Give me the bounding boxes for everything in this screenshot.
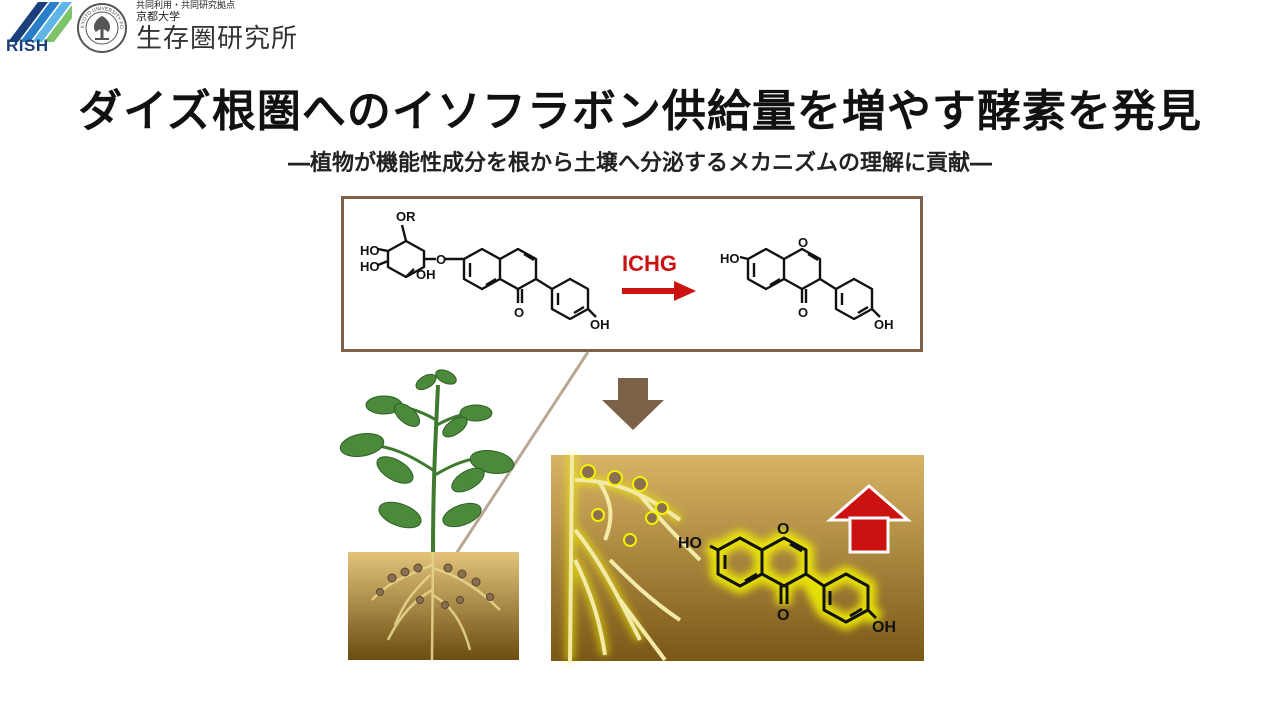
product-o-ring-label: O xyxy=(798,235,808,250)
substrate-ho1-label: HO xyxy=(360,243,380,258)
reaction-diagram-box: OR HO HO OH O O OH HO O O OH ICHG xyxy=(341,196,923,352)
institute-name: 生存圏研究所 xyxy=(136,24,299,54)
glowing-isoflavone-molecule: HO O O OH xyxy=(678,521,896,636)
root-zoom-panel: HO O O OH xyxy=(551,454,924,662)
glow-oh-label: OH xyxy=(872,619,896,636)
down-arrow-icon xyxy=(602,378,664,430)
up-arrow-icon xyxy=(825,484,913,554)
page-title: ダイズ根圏へのイソフラボン供給量を増やす酵素を発見 xyxy=(78,86,1202,137)
product-o-keto-label: O xyxy=(798,305,808,320)
reaction-arrow-icon xyxy=(622,281,696,301)
joint-use-label: 共同利用・共同研究拠点 xyxy=(136,1,236,11)
glow-ho-label: HO xyxy=(678,535,702,552)
substrate-or-label: OR xyxy=(396,209,416,224)
rish-logo-stripes-icon xyxy=(8,2,72,42)
enzyme-label: ICHG xyxy=(622,251,677,276)
reaction-diagram: OR HO HO OH O O OH HO O O OH ICHG xyxy=(360,209,894,332)
product-ho-label: HO xyxy=(720,251,740,266)
callout-line xyxy=(450,351,590,561)
glow-o-ring-label: O xyxy=(777,521,789,538)
substrate-oh-sugar-label: OH xyxy=(416,267,436,282)
substrate-oh-phenol-label: OH xyxy=(590,317,610,332)
page-subtitle: ―植物が機能性成分を根から土壌へ分泌するメカニズムの理解に貢献― xyxy=(287,151,992,176)
soybean-plant-icon xyxy=(339,369,519,661)
product-oh-phenol-label: OH xyxy=(874,317,894,332)
kyoto-university-seal-icon: KYOTO UNIVERSITY FOUNDED 1897 xyxy=(76,2,127,53)
university-name: 京都大学 xyxy=(136,10,180,23)
substrate-o-keto-label: O xyxy=(514,305,524,320)
substrate-o-ring-label: O xyxy=(436,252,446,267)
rish-logo-text: RISH xyxy=(6,36,49,55)
glow-o-keto-label: O xyxy=(777,607,789,624)
substrate-ho2-label: HO xyxy=(360,259,380,274)
